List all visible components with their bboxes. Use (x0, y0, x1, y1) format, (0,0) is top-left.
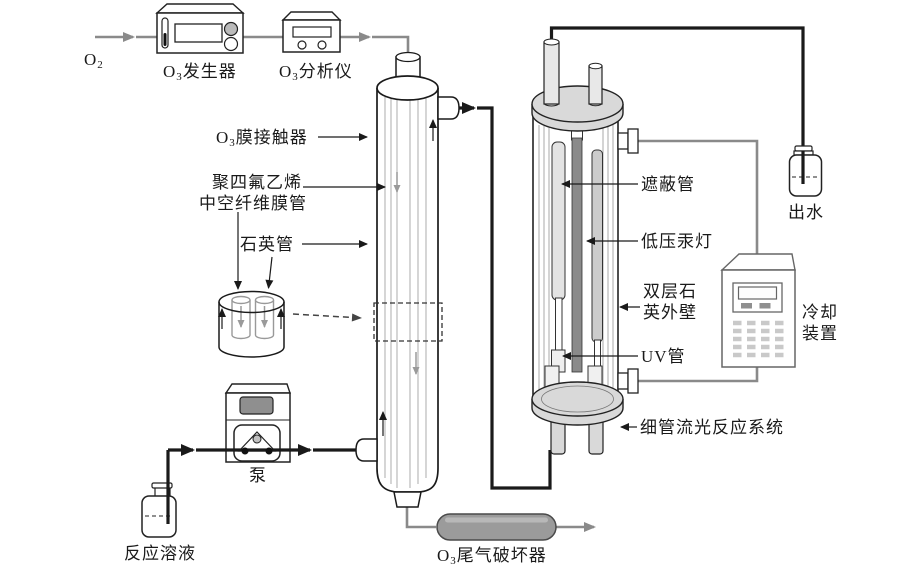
detail-pointer-dashed-arrow (292, 313, 362, 322)
reactor-side-ports (617, 128, 639, 394)
generator-display (174, 23, 223, 43)
label-o3-offgas-destructor: O3尾气破坏器 (437, 546, 547, 567)
label-o3-analyzer: O3分析仪 (279, 62, 353, 83)
pump-roller-right (265, 447, 273, 455)
uv-tube-shape (555, 297, 563, 353)
label-water-out: 出水 (788, 203, 824, 222)
o3-analyzer (281, 11, 342, 53)
feed-liquid-line (166, 444, 362, 524)
generator-knob-bottom (223, 36, 239, 52)
o3-offgas-destructor (436, 513, 557, 541)
column-lower-left-port (355, 438, 378, 462)
labels: O2 O3发生器 O3分析仪 O3膜接触器 聚四氟乙烯 中空纤维膜管 石英管 遮… (84, 50, 838, 567)
label-o2: O2 (84, 50, 104, 71)
reactor-bottom-flange (531, 381, 624, 417)
shield-tube-shape (551, 141, 566, 301)
analyzer-display (292, 26, 332, 38)
column-bottom-port (393, 491, 422, 508)
label-ptfe-line1: 聚四氟乙烯 (212, 173, 302, 192)
generator-knob-top (223, 21, 239, 37)
inner-flow-down-arrows (393, 172, 420, 375)
label-o3-membrane-contactor: O3膜接触器 (216, 128, 308, 149)
cooler-screen (737, 286, 778, 300)
label-cooling-line1: 冷却 (802, 303, 838, 322)
pump-roller-left (241, 447, 249, 455)
label-cooling-line2: 装置 (802, 324, 838, 343)
cooling-loop-lines (636, 139, 759, 383)
annulus-up-arrows (379, 119, 437, 436)
label-uv-tube: UV管 (641, 347, 686, 366)
reaction-solution-bottle (141, 482, 177, 538)
label-quartz-tube: 石英管 (240, 235, 294, 254)
column-upper-right-port (437, 96, 460, 120)
gas-flow-lines (95, 32, 410, 54)
offgas-line (405, 506, 596, 532)
label-double-wall-line1: 双层石 (643, 282, 697, 301)
label-o3-generator: O3发生器 (163, 62, 237, 83)
reactor-top-tube-right (588, 65, 603, 105)
membrane-contactor-column (355, 51, 460, 508)
cooling-device (720, 253, 796, 368)
label-capillary-system: 细管流光反应系统 (640, 418, 784, 437)
reactor-top-tube-left (543, 41, 560, 105)
label-reaction-solution: 反应溶液 (124, 544, 196, 563)
label-pump: 泵 (249, 466, 267, 485)
detail-section-dashed-box (373, 302, 443, 342)
label-double-wall-line2: 英外壁 (643, 303, 697, 322)
label-mercury-lamp: 低压汞灯 (641, 232, 713, 251)
label-ptfe-line2: 中空纤维膜管 (199, 194, 307, 213)
label-leader-lines (234, 133, 640, 431)
mercury-lamp-rod (571, 137, 583, 373)
uv-reactor (531, 38, 639, 455)
label-shield-tube: 遮蔽管 (641, 175, 695, 194)
pump-screen (239, 396, 274, 415)
membrane-cross-section-detail (218, 290, 285, 358)
water-outlet-bottle (788, 145, 823, 197)
o3-generator (155, 3, 245, 54)
cooler-vent-grid (733, 320, 784, 358)
